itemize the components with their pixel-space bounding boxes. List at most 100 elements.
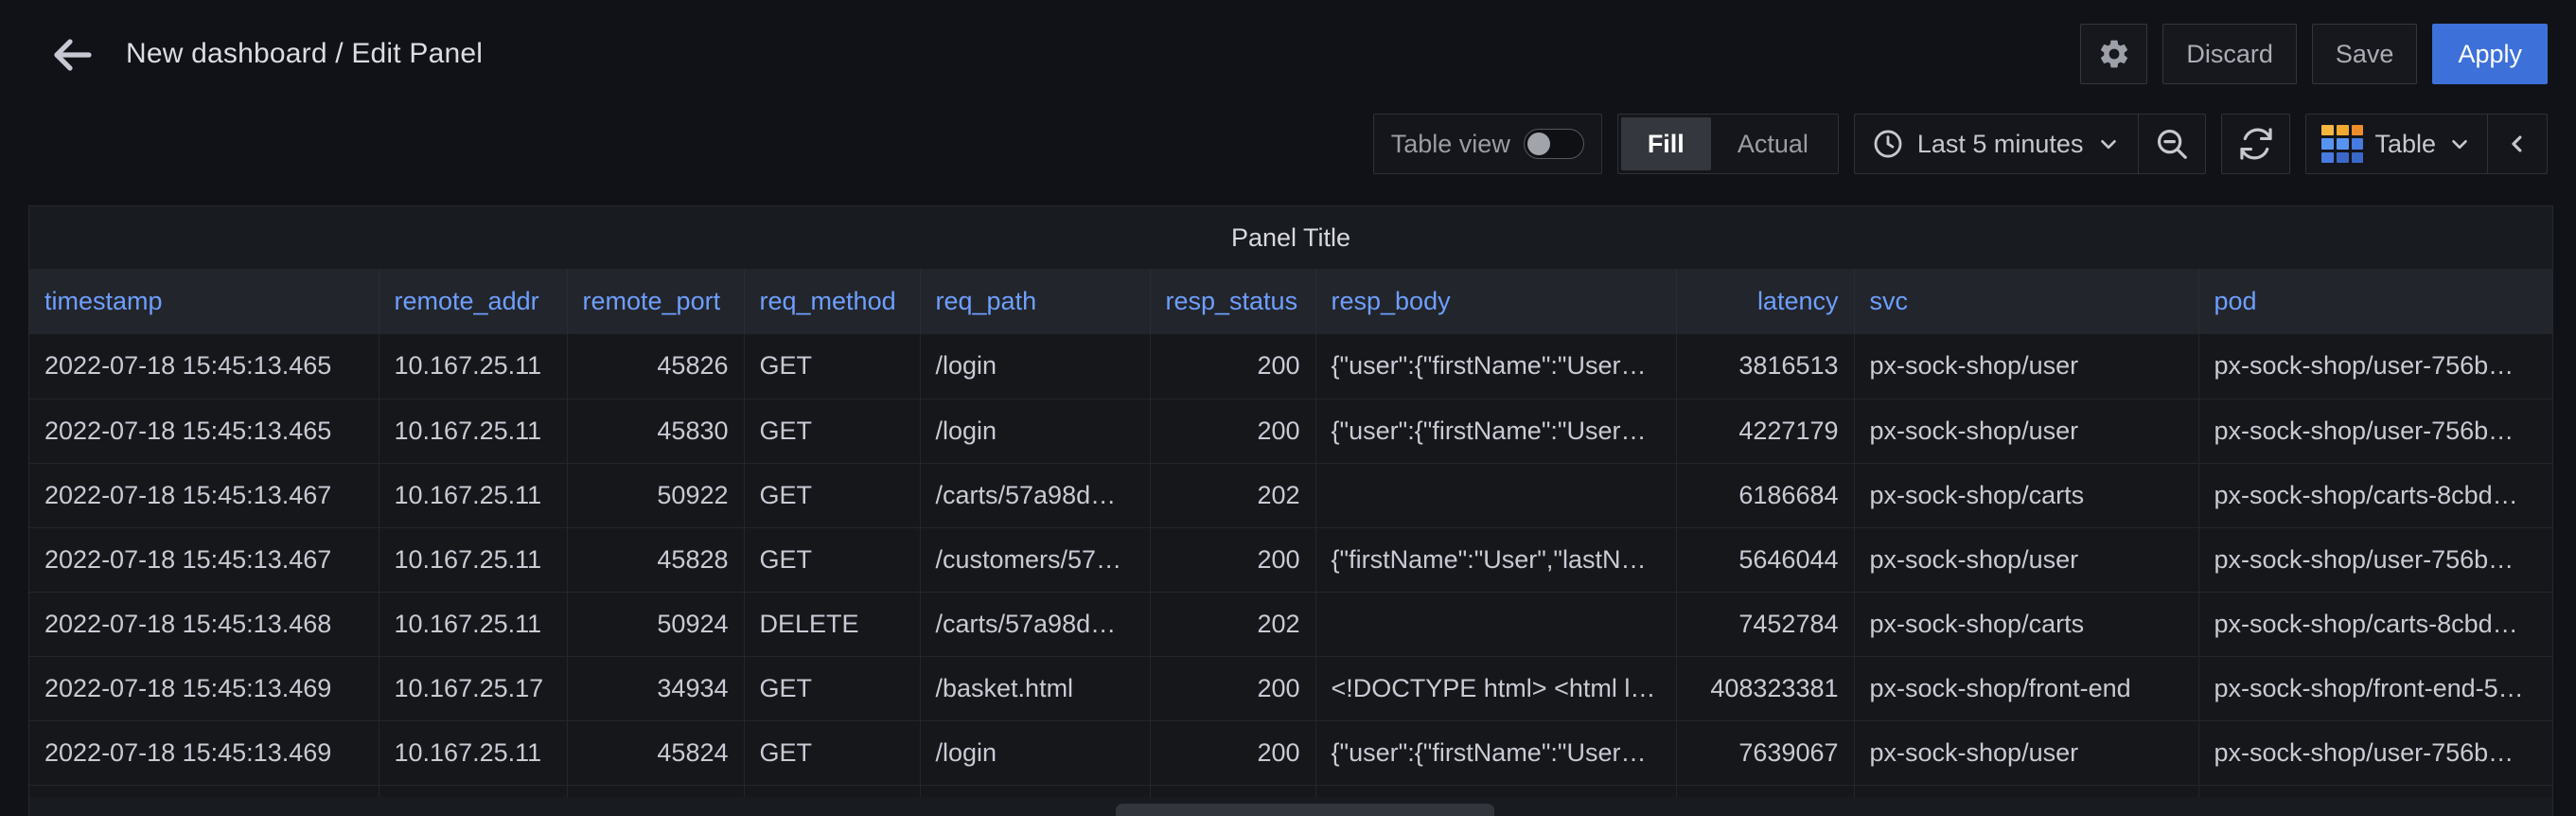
save-button[interactable]: Save bbox=[2311, 24, 2418, 84]
table-cell: {"user":{"firstName":"User… bbox=[1315, 334, 1677, 399]
table-cell bbox=[1676, 785, 1855, 797]
column-header-resp_body[interactable]: resp_body bbox=[1315, 269, 1677, 334]
column-header-req_path[interactable]: req_path bbox=[920, 269, 1151, 334]
table-cell: 10.167.25.11 bbox=[379, 399, 568, 464]
time-picker-group: Last 5 minutes bbox=[1853, 114, 2207, 174]
chevron-down-icon bbox=[2101, 139, 2117, 150]
refresh-icon bbox=[2240, 128, 2272, 160]
table-cell: 2022-07-18 15:45:13.469 bbox=[29, 720, 379, 786]
zoom-out-icon bbox=[2158, 129, 2188, 159]
chevron-down-icon bbox=[2452, 139, 2467, 150]
fit-fill-option[interactable]: Fill bbox=[1620, 117, 1711, 170]
table-cell: 7639067 bbox=[1676, 720, 1855, 786]
column-header-latency[interactable]: latency bbox=[1676, 269, 1855, 334]
column-header-remote_port[interactable]: remote_port bbox=[567, 269, 745, 334]
horizontal-scrollbar-thumb[interactable] bbox=[1116, 804, 1494, 816]
time-range-picker[interactable]: Last 5 minutes bbox=[1855, 115, 2139, 173]
column-header-resp_status[interactable]: resp_status bbox=[1150, 269, 1316, 334]
table-cell: 10.167.25.17 bbox=[379, 656, 568, 721]
table-cell bbox=[29, 785, 379, 797]
table-cell: DELETE bbox=[744, 592, 921, 657]
arrow-left-icon bbox=[54, 39, 92, 71]
table-cell bbox=[1854, 785, 2199, 797]
table-cell: /carts/57a98d… bbox=[920, 592, 1151, 657]
table-view-label: Table view bbox=[1390, 129, 1510, 158]
table-view-toggle[interactable] bbox=[1523, 129, 1584, 159]
table-cell: 5646044 bbox=[1676, 527, 1855, 593]
toggle-knob bbox=[1526, 133, 1550, 155]
table-cell bbox=[1315, 785, 1677, 797]
table-cell bbox=[379, 785, 568, 797]
table-cell bbox=[1315, 592, 1677, 657]
divider bbox=[2487, 115, 2488, 173]
table-cell: 10.167.25.11 bbox=[379, 720, 568, 786]
panel-header[interactable]: Panel Title bbox=[29, 206, 2552, 269]
table-cell bbox=[567, 785, 745, 797]
table-cell: GET bbox=[744, 656, 921, 721]
table-cell: 6186684 bbox=[1676, 463, 1855, 528]
column-header-timestamp[interactable]: timestamp bbox=[29, 269, 379, 334]
table-cell: {"user":{"firstName":"User… bbox=[1315, 720, 1677, 786]
table-cell: px-sock-shop/front-end-5… bbox=[2198, 656, 2552, 721]
table-cell: px-sock-shop/user bbox=[1854, 527, 2199, 593]
table-cell: 200 bbox=[1150, 656, 1316, 721]
table-cell: 10.167.25.11 bbox=[379, 334, 568, 399]
table-cell: GET bbox=[744, 463, 921, 528]
table-cell: px-sock-shop/carts-8cbd… bbox=[2198, 463, 2552, 528]
table-cell: 202 bbox=[1150, 592, 1316, 657]
table-cell: 7452784 bbox=[1676, 592, 1855, 657]
visualization-picker[interactable]: Table bbox=[2306, 115, 2487, 173]
discard-button[interactable]: Discard bbox=[2162, 24, 2297, 84]
back-button[interactable] bbox=[47, 32, 100, 78]
panel-title: Panel Title bbox=[1230, 222, 1351, 252]
table-cell: 408323381 bbox=[1676, 656, 1855, 721]
panel-toolbar: Table view Fill Actual Last 5 minutes bbox=[1372, 114, 2548, 174]
table-cell: px-sock-shop/carts-8cbd… bbox=[2198, 592, 2552, 657]
table-cell: 2022-07-18 15:45:13.467 bbox=[29, 527, 379, 593]
panel-settings-button[interactable] bbox=[2080, 24, 2148, 84]
table-cell: px-sock-shop/user-756b… bbox=[2198, 527, 2552, 593]
table-cell: px-sock-shop/user bbox=[1854, 399, 2199, 464]
table-cell: 4227179 bbox=[1676, 399, 1855, 464]
refresh-button[interactable] bbox=[2221, 114, 2291, 174]
table-cell: /login bbox=[920, 334, 1151, 399]
top-bar: New dashboard / Edit Panel Discard Save … bbox=[0, 0, 2576, 108]
column-header-remote_addr[interactable]: remote_addr bbox=[379, 269, 568, 334]
table-cell: GET bbox=[744, 334, 921, 399]
clock-icon bbox=[1874, 130, 1902, 158]
visualization-picker-group: Table bbox=[2305, 114, 2548, 174]
fit-actual-option[interactable]: Actual bbox=[1737, 129, 1808, 158]
table-cell: 200 bbox=[1150, 334, 1316, 399]
zoom-out-button[interactable] bbox=[2139, 115, 2205, 173]
collapse-options-pane-button[interactable] bbox=[2488, 115, 2547, 173]
table-cell: px-sock-shop/user bbox=[1854, 334, 2199, 399]
table-cell: 2022-07-18 15:45:13.465 bbox=[29, 399, 379, 464]
table-cell: 200 bbox=[1150, 720, 1316, 786]
table-cell: 50924 bbox=[567, 592, 745, 657]
table-cell: 2022-07-18 15:45:13.467 bbox=[29, 463, 379, 528]
table-cell: {"firstName":"User","lastN… bbox=[1315, 527, 1677, 593]
table-cell: GET bbox=[744, 527, 921, 593]
table-cell: 10.167.25.11 bbox=[379, 592, 568, 657]
divider bbox=[2138, 115, 2140, 173]
table-cell bbox=[1315, 463, 1677, 528]
table-cell: /basket.html bbox=[920, 656, 1151, 721]
column-header-svc[interactable]: svc bbox=[1854, 269, 2199, 334]
apply-button[interactable]: Apply bbox=[2432, 24, 2548, 84]
table-view-group: Table view bbox=[1372, 114, 1602, 174]
column-header-pod[interactable]: pod bbox=[2198, 269, 2552, 334]
column-header-req_method[interactable]: req_method bbox=[744, 269, 921, 334]
table-cell: px-sock-shop/user-756b… bbox=[2198, 399, 2552, 464]
page-title: New dashboard / Edit Panel bbox=[126, 38, 484, 69]
table-cell: /customers/57… bbox=[920, 527, 1151, 593]
fit-mode-group: Fill Actual bbox=[1616, 114, 1839, 174]
